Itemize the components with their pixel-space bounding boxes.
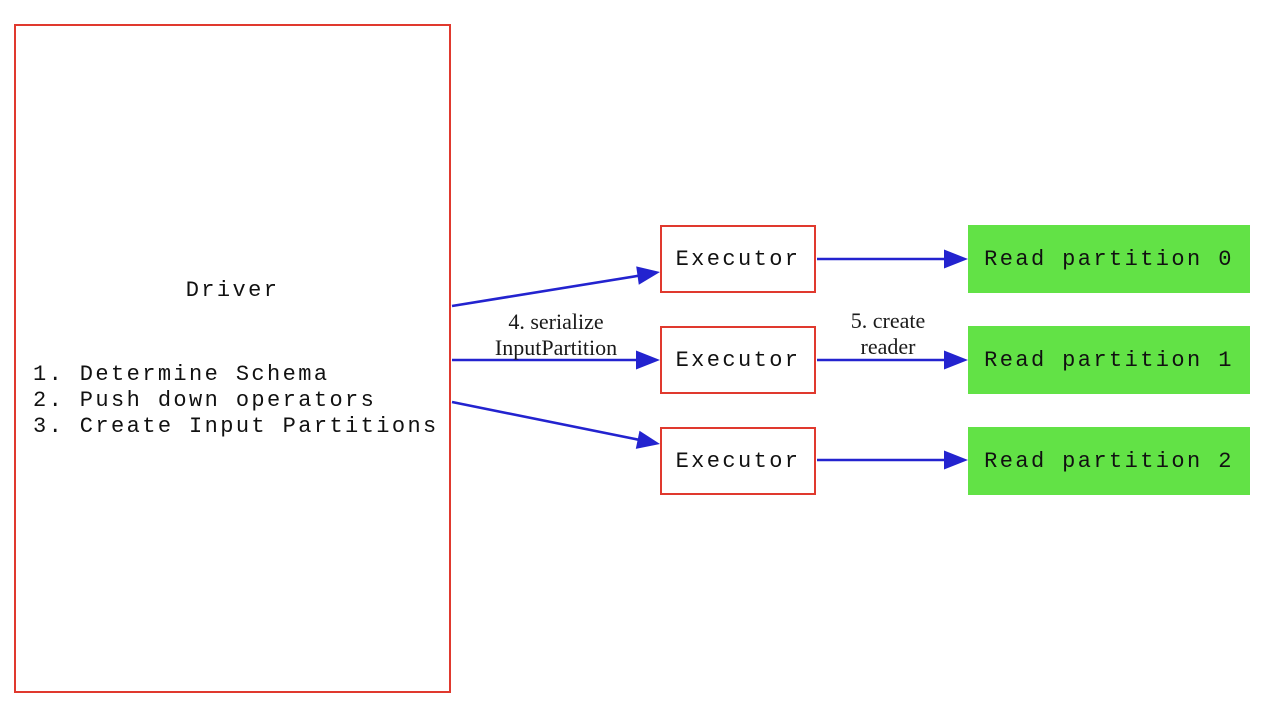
- read-partition-node-2: Read partition 2: [968, 427, 1250, 495]
- read-partition-node-1: Read partition 1: [968, 326, 1250, 394]
- edge-label-line: InputPartition: [494, 335, 618, 360]
- arrow-driver-to-executor-0: [451, 266, 660, 308]
- executor-node-2: Executor: [660, 427, 816, 495]
- executor-node-1: Executor: [660, 326, 816, 394]
- read-partition-label: Read partition 1: [984, 347, 1234, 373]
- executor-label: Executor: [675, 246, 801, 272]
- driver-step-1: 1. Determine Schema: [33, 362, 330, 387]
- driver-step-3: 3. Create Input Partitions: [33, 414, 439, 439]
- driver-step-2: 2. Push down operators: [33, 388, 377, 413]
- arrow-driver-to-executor-2: [451, 400, 660, 449]
- driver-title: Driver: [185, 278, 280, 303]
- executor-label: Executor: [675, 347, 801, 373]
- edge-label-serialize-inputpartition: 4. serialize InputPartition: [456, 309, 656, 361]
- driver-node: Driver 1. Determine Schema 2. Push down …: [14, 24, 451, 693]
- executor-node-0: Executor: [660, 225, 816, 293]
- read-partition-label: Read partition 2: [984, 448, 1234, 474]
- executor-label: Executor: [675, 448, 801, 474]
- arrow-executor-0-to-partition-0: [817, 249, 968, 269]
- edge-label-line: reader: [860, 334, 916, 359]
- read-partition-node-0: Read partition 0: [968, 225, 1250, 293]
- driver-steps-list: 1. Determine Schema 2. Push down operato…: [33, 362, 439, 440]
- edge-label-create-reader: 5. create reader: [808, 308, 968, 360]
- edge-label-line: 4. serialize: [508, 309, 604, 334]
- edge-label-line: 5. create: [850, 308, 926, 333]
- arrow-executor-2-to-partition-2: [817, 450, 968, 470]
- read-partition-label: Read partition 0: [984, 246, 1234, 272]
